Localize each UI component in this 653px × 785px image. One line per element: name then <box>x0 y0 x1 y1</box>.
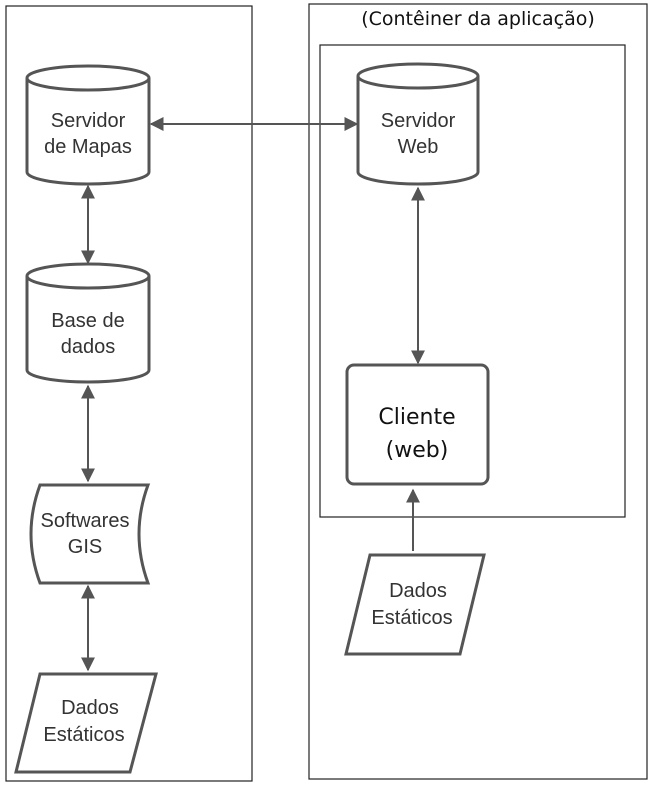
static-data-right-shape <box>344 553 486 656</box>
web-client-label-line2: (web) <box>386 438 449 463</box>
web-server-label-line2: Web <box>398 136 439 158</box>
database-node: Base de dados <box>25 262 151 384</box>
right-panel-frame <box>308 3 648 780</box>
map-server-label-line2: de Mapas <box>44 136 132 158</box>
map-server-node: Servidor de Mapas <box>25 64 151 186</box>
gis-software-shape <box>29 483 151 585</box>
map-server-cylinder-body <box>25 78 151 186</box>
web-server-cylinder-top <box>356 62 480 90</box>
static-data-left-label-line1: Dados <box>61 697 119 719</box>
static-data-right-label-line1: Dados <box>389 580 447 602</box>
web-client-label-line1: Cliente <box>378 405 455 430</box>
database-label-line1: Base de <box>51 310 124 332</box>
map-server-cylinder-top <box>25 64 151 92</box>
static-data-left-node: Dados Estáticos <box>14 672 158 774</box>
application-container-frame <box>319 44 626 518</box>
web-server-cylinder-body <box>356 76 480 186</box>
database-cylinder-top <box>25 262 151 290</box>
web-server-label-line1: Servidor <box>381 110 456 132</box>
web-client-node: Cliente (web) <box>345 363 490 486</box>
static-data-right-node: Dados Estáticos <box>344 553 486 656</box>
gis-software-node: Softwares GIS <box>29 483 151 585</box>
map-server-label-line1: Servidor <box>51 110 126 132</box>
web-server-node: Servidor Web <box>356 62 480 186</box>
static-data-right-label-line2: Estáticos <box>371 607 452 629</box>
application-container-title: (Contêiner da aplicação) <box>361 8 595 30</box>
database-label-line2: dados <box>61 336 116 358</box>
left-panel-frame <box>5 5 253 782</box>
database-cylinder-body <box>25 276 151 384</box>
gis-software-label-line2: GIS <box>68 536 102 558</box>
static-data-left-shape <box>14 672 158 774</box>
static-data-left-label-line2: Estáticos <box>43 724 124 746</box>
web-client-box <box>345 363 490 486</box>
gis-software-label-line1: Softwares <box>41 510 130 532</box>
